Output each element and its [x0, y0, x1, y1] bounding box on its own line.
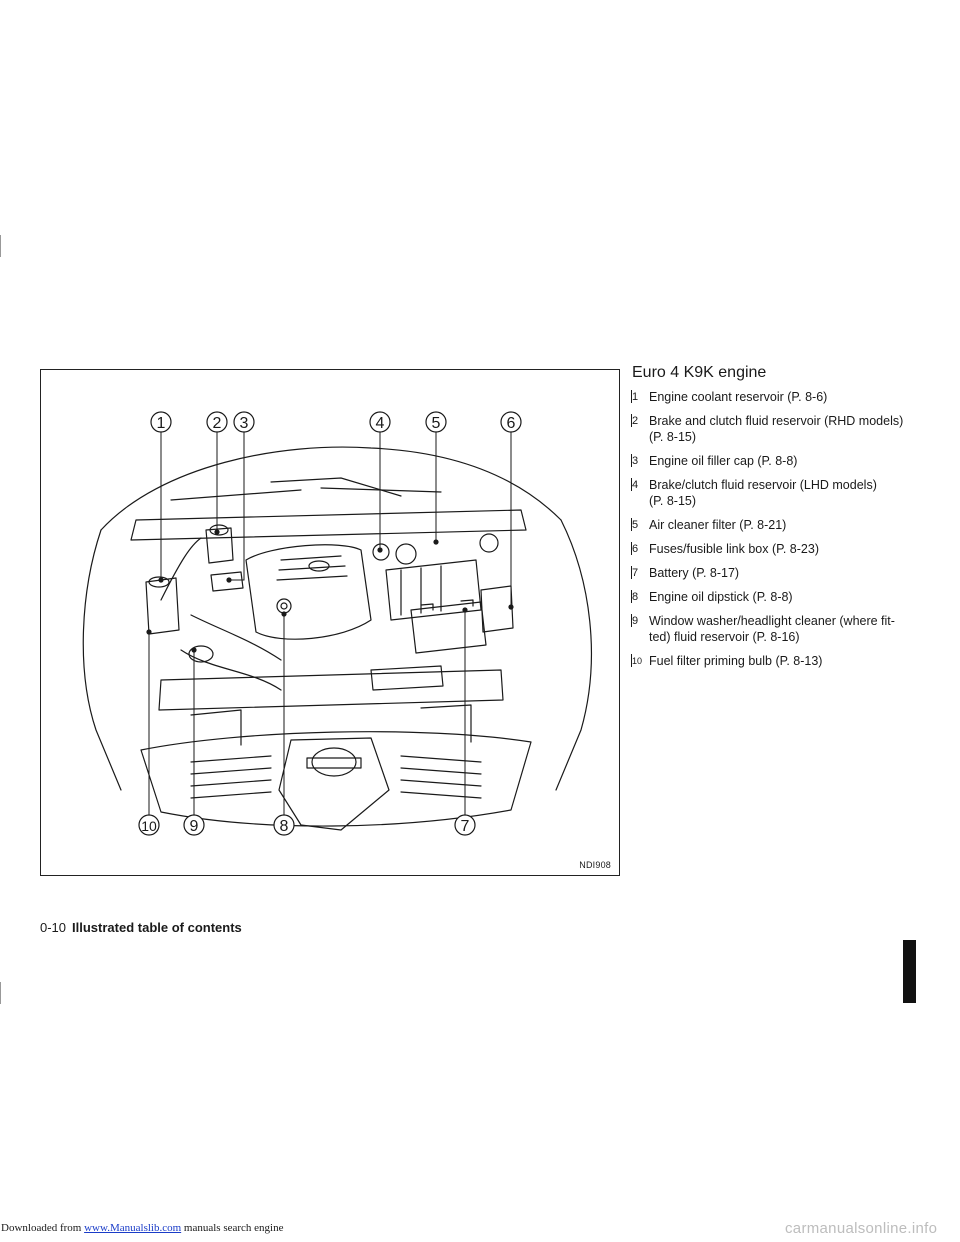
crop-mark [0, 982, 1, 1004]
item-text: Engine oil filler cap (P. 8-8) [649, 454, 798, 468]
list-item: 1 Engine coolant reservoir (P. 8-6) [630, 389, 932, 405]
list-item: 3 Engine oil filler cap (P. 8-8) [630, 453, 932, 469]
callout-2: 2 [213, 415, 222, 432]
list-item: 6 Fuses/fusible link box (P. 8-23) [630, 541, 932, 557]
fender-right [555, 519, 592, 791]
list-item: 9 Window washer/headlight cleaner (where… [630, 613, 932, 645]
callout-9: 9 [190, 818, 199, 835]
air-cleaner [385, 559, 482, 621]
list-item: 10 Fuel filter priming bulb (P. 8-13) [630, 653, 932, 669]
item-number: 3 [630, 454, 639, 467]
fender-left [82, 529, 122, 791]
list-item: 5 Air cleaner filter (P. 8-21) [630, 517, 932, 533]
radiator-support [158, 669, 504, 711]
list-item: 4 Brake/clutch fluid reservoir (LHD mode… [630, 477, 932, 509]
chapter-tab [903, 940, 916, 1003]
item-text: Engine oil dipstick (P. 8-8) [649, 590, 793, 604]
item-text-cont: ted) fluid reservoir (P. 8-16) [649, 630, 800, 644]
callout-8: 8 [280, 818, 289, 835]
item-text: Brake/clutch fluid reservoir (LHD models… [649, 478, 877, 492]
fuse-box [480, 585, 514, 633]
list-item: 8 Engine oil dipstick (P. 8-8) [630, 589, 932, 605]
list-item: 7 Battery (P. 8-17) [630, 565, 932, 581]
badge [278, 737, 390, 831]
grille [140, 731, 532, 827]
item-text: Brake and clutch fluid reservoir (RHD mo… [649, 414, 904, 428]
page-number: 0-10 [40, 920, 67, 935]
callout-6: 6 [507, 415, 516, 432]
page-footer: 0-10 Illustrated table of contents [40, 920, 242, 935]
engine-compartment-figure: 1 2 3 4 5 6 7 8 9 10 NDI908 [40, 369, 620, 876]
callout-10: 10 [141, 818, 157, 834]
section-title: Euro 4 K9K engine [632, 364, 767, 381]
item-text-cont: (P. 8-15) [649, 494, 697, 508]
list-item: 2 Brake and clutch fluid reservoir (RHD … [630, 413, 932, 445]
component-list: 1 Engine coolant reservoir (P. 8-6) 2 Br… [630, 389, 932, 677]
battery [410, 601, 487, 654]
item-number: 7 [630, 566, 639, 579]
item-text: Fuel filter priming bulb (P. 8-13) [649, 654, 823, 668]
item-text: Battery (P. 8-17) [649, 566, 740, 580]
bonnet-outline [100, 446, 562, 531]
item-number: 1 [630, 390, 639, 403]
callout-4: 4 [376, 415, 385, 432]
oil-cap [276, 598, 292, 614]
download-notice: Downloaded from www.Manualslib.com manua… [1, 1222, 283, 1234]
item-text: Fuses/fusible link box (P. 8-23) [649, 542, 819, 556]
item-number: 8 [630, 590, 639, 603]
watermark: carmanualsonline.info [785, 1220, 938, 1237]
manualslib-link[interactable]: www.Manualslib.com [84, 1222, 182, 1234]
download-prefix: Downloaded from [1, 1222, 85, 1234]
cowl [130, 509, 527, 541]
callout-7: 7 [461, 818, 470, 835]
item-text-cont: (P. 8-15) [649, 430, 697, 444]
engine-cover [245, 544, 372, 640]
item-number: 6 [630, 542, 639, 555]
item-number: 2 [630, 414, 639, 427]
item-text: Window washer/headlight cleaner (where f… [649, 614, 895, 628]
download-suffix: manuals search engine [181, 1222, 284, 1234]
callout-1: 1 [157, 415, 166, 432]
item-text: Engine coolant reservoir (P. 8-6) [649, 390, 828, 404]
item-number: 4 [630, 478, 639, 491]
washer-reservoir [188, 645, 214, 663]
item-number: 5 [630, 518, 639, 531]
crop-mark [0, 235, 1, 257]
figure-code: NDI908 [579, 860, 611, 870]
item-text: Air cleaner filter (P. 8-21) [649, 518, 787, 532]
brake-reservoir [205, 527, 234, 564]
coolant-reservoir [145, 577, 180, 635]
engine-illustration: 1 2 3 4 5 6 7 8 9 10 [82, 411, 592, 836]
footer-section-title: Illustrated table of contents [72, 920, 242, 935]
callout-3: 3 [240, 415, 249, 432]
item-number: 9 [630, 614, 639, 627]
callout-5: 5 [432, 415, 441, 432]
item-number: 10 [630, 654, 643, 667]
